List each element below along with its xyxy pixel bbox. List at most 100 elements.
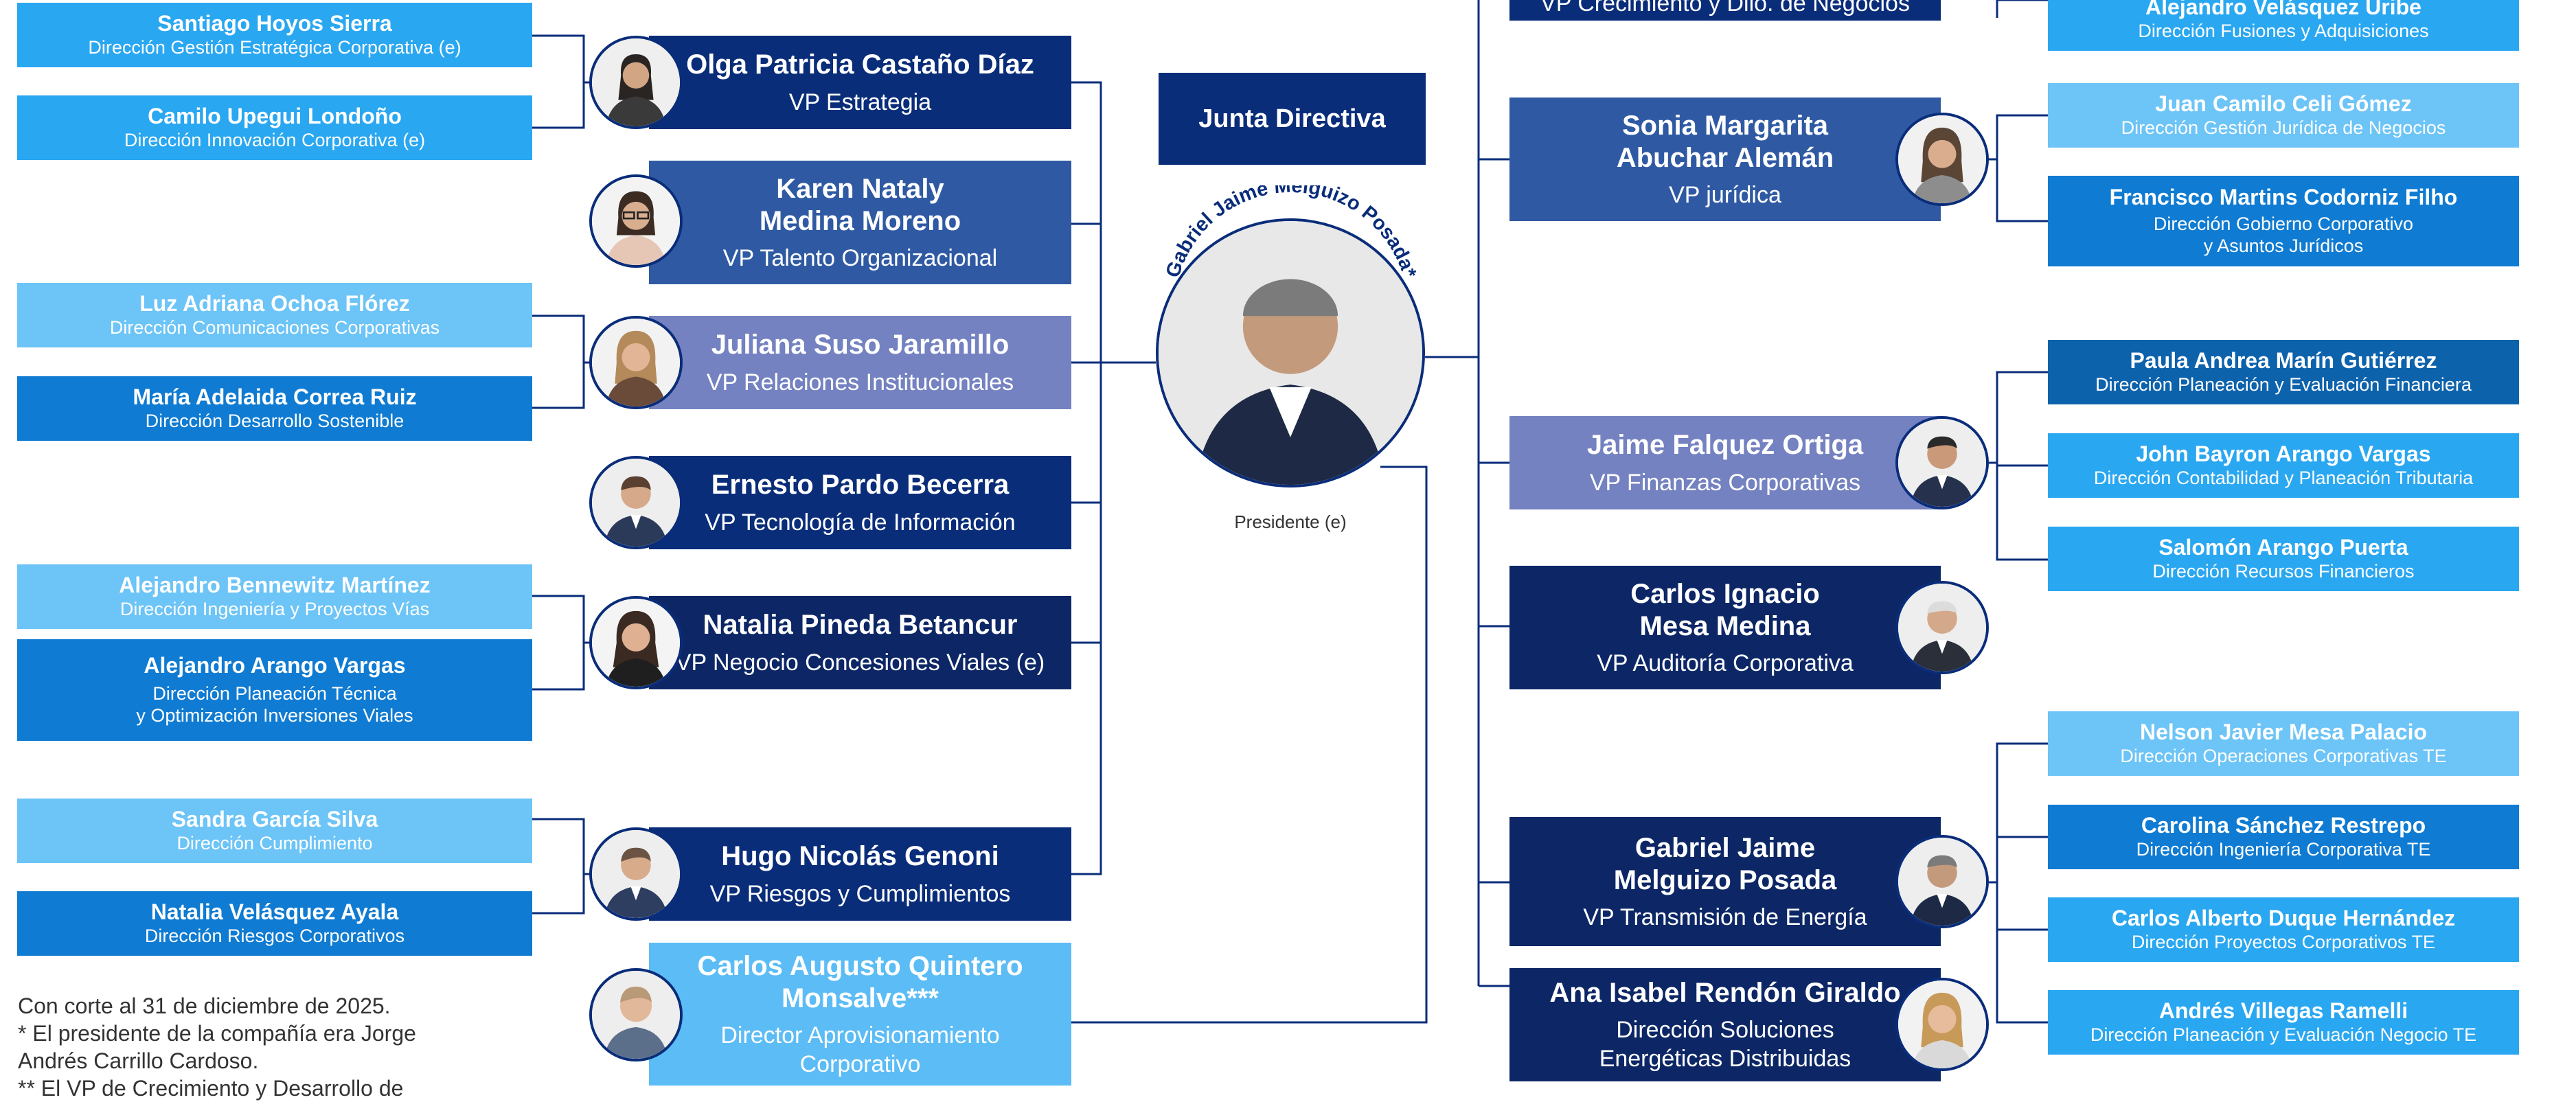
vp-role: VP Crecimiento y Dllo. de Negocios (1540, 0, 1910, 16)
vp-name: Juliana Suso Jaramillo (711, 330, 1010, 360)
vp-name: Carlos Ignacio (1630, 578, 1820, 609)
directorate-role: Dirección Cumplimiento (176, 832, 373, 853)
vp-name: Karen Nataly (776, 173, 944, 204)
vp-name: Melguizo Posada (1613, 864, 1837, 895)
directorate-box: Santiago Hoyos Sierra Dirección Gestión … (17, 3, 532, 67)
vp-name: Mesa Medina (1639, 610, 1811, 641)
person-photo (589, 827, 683, 921)
directorate-box: Francisco Martins Codorniz Filho Direcci… (2048, 176, 2519, 266)
vp-name: Monsalve*** (782, 983, 939, 1013)
directorate-role: Dirección Gestión Estratégica Corporativ… (88, 36, 461, 58)
directorate-role: Dirección Proyectos Corporativos TE (2131, 931, 2436, 952)
vp-box: Ana Isabel Rendón Giraldo Dirección Solu… (1509, 968, 1941, 1081)
footnote-line: Con corte al 31 de diciembre de 2025. (18, 994, 391, 1018)
board-label: Junta Directiva (1198, 104, 1386, 133)
directorate-box: Carolina Sánchez Restrepo Dirección Inge… (2048, 805, 2519, 869)
person-avatar-icon (1898, 838, 1986, 926)
vp-name: Gabriel Jaime (1634, 832, 1816, 863)
person-photo (589, 596, 683, 689)
vp-name: Sonia Margarita (1621, 110, 1829, 141)
directorate-role: Dirección Recursos Financieros (2152, 560, 2415, 582)
directorate-role: Dirección Riesgos Corporativos (144, 925, 405, 946)
vp-name: Abuchar Alemán (1616, 142, 1834, 173)
person-avatar-icon (592, 459, 680, 547)
person-avatar-icon (592, 319, 680, 406)
footnote-line: ** El VP de Crecimiento y Desarrollo de (18, 1076, 404, 1101)
vp-role: VP jurídica (1669, 182, 1781, 209)
directorate-name: Alejandro Arango Vargas (144, 653, 406, 678)
directorate-box: Andrés Villegas Ramelli Dirección Planea… (2048, 990, 2519, 1055)
directorate-box: Carlos Alberto Duque Hernández Dirección… (2048, 897, 2519, 962)
person-photo (589, 36, 683, 129)
footnotes: Con corte al 31 de diciembre de 2025. * … (18, 992, 457, 1102)
directorate-name: Natalia Velásquez Ayala (150, 899, 399, 925)
vp-box: Carlos Ignacio Mesa Medina VP Auditoría … (1509, 566, 1941, 689)
vp-role: VP Estrategia (788, 89, 932, 115)
president-caption: Presidente (e) (1234, 512, 1347, 532)
directorate-box: Paula Andrea Marín Gutiérrez Dirección P… (2048, 340, 2519, 404)
vp-name: Hugo Nicolás Genoni (721, 841, 999, 872)
directorate-role: Dirección Planeación y Evaluación Negoci… (2090, 1024, 2477, 1045)
vp-name: Medina Moreno (759, 205, 961, 236)
directorate-name: Nelson Javier Mesa Palacio (2140, 720, 2427, 745)
vp-box: Olga Patricia Castaño Díaz VP Estrategia (649, 36, 1071, 129)
vp-name: Carlos Augusto Quintero (697, 950, 1023, 981)
vp-box: Karen Nataly Medina Moreno VP Talento Or… (649, 161, 1071, 284)
directorate-role: Dirección Gestión Jurídica de Negocios (2121, 117, 2446, 138)
person-avatar-icon (592, 38, 680, 126)
directorate-name: Carolina Sánchez Restrepo (2141, 813, 2426, 838)
vp-role: VP Relaciones Institucionales (706, 369, 1014, 395)
directorate-box: John Bayron Arango Vargas Dirección Cont… (2048, 433, 2519, 498)
board-box: Junta Directiva (1159, 73, 1426, 165)
person-photo (589, 456, 683, 549)
vp-role: VP Negocio Concesiones Viales (e) (675, 649, 1045, 676)
person-avatar-icon (592, 599, 680, 687)
vp-role: VP Talento Organizacional (722, 245, 998, 272)
person-avatar-icon (1898, 584, 1986, 671)
directorate-role: Dirección Fusiones y Adquisiciones (2138, 20, 2429, 41)
vp-box: Ernesto Pardo Becerra VP Tecnología de I… (649, 456, 1071, 549)
directorate-role: Dirección Planeación y Evaluación Financ… (2095, 374, 2472, 395)
person-photo (589, 316, 683, 409)
vp-role: VP Riesgos y Cumplimientos (709, 880, 1011, 907)
directorate-name: Alejandro Bennewitz Martínez (119, 573, 431, 598)
vp-box: Juliana Suso Jaramillo VP Relaciones Ins… (649, 316, 1071, 409)
directorate-role: Dirección Comunicaciones Corporativas (109, 317, 440, 338)
directorate-name: Carlos Alberto Duque Hernández (2111, 906, 2456, 931)
person-avatar-icon (1898, 419, 1986, 507)
vp-role: Energéticas Distribuidas (1599, 1046, 1851, 1072)
vp-box: Sonia Margarita Abuchar Alemán VP jurídi… (1509, 97, 1941, 221)
vp-role: Director Aprovisionamiento (720, 1022, 1000, 1049)
directorate-role: Dirección Ingeniería y Proyectos Vías (119, 598, 430, 619)
directorate-box: Alejandro Arango Vargas Dirección Planea… (17, 639, 532, 741)
directorate-role: y Optimización Inversiones Viales (136, 704, 413, 726)
vp-role: Dirección Soluciones (1616, 1016, 1834, 1043)
directorate-name: María Adelaida Correa Ruiz (133, 384, 417, 410)
person-photo (589, 968, 683, 1061)
vp-box: Carlos Augusto Quintero Monsalve*** Dire… (649, 943, 1071, 1086)
vp-box: Natalia Pineda Betancur VP Negocio Conce… (649, 596, 1071, 689)
directorate-role: Dirección Ingeniería Corporativa TE (2136, 838, 2431, 860)
directorate-name: Santiago Hoyos Sierra (157, 11, 392, 36)
directorate-name: Andrés Villegas Ramelli (2158, 998, 2408, 1024)
directorate-name: Alejandro Velásquez Uribe (2145, 0, 2421, 20)
person-photo (589, 174, 683, 268)
footnote-line: Andrés Carrillo Cardoso. (18, 1048, 259, 1073)
vp-name: Jaime Falquez Ortiga (1586, 430, 1864, 461)
directorate-name: John Bayron Arango Vargas (2136, 441, 2431, 467)
vp-role: VP Tecnología de Información (705, 509, 1016, 536)
vp-name: Natalia Pineda Betancur (703, 610, 1018, 641)
directorate-name: Juan Camilo Celi Gómez (2155, 91, 2412, 117)
vp-name: Olga Patricia Castaño Díaz (686, 49, 1034, 80)
directorate-role: Dirección Contabilidad y Planeación Trib… (2093, 467, 2474, 488)
president-photo-icon (1159, 221, 1422, 485)
vp-role: Corporativo (799, 1051, 921, 1078)
person-avatar-icon (592, 971, 680, 1059)
directorate-role: Dirección Desarrollo Sostenible (145, 410, 404, 431)
footnote-line: * El presidente de la compañía era Jorge (18, 1021, 416, 1046)
person-photo (1895, 113, 1989, 206)
directorate-box: Juan Camilo Celi Gómez Dirección Gestión… (2048, 83, 2519, 148)
directorate-name: Camilo Upegui Londoño (148, 104, 402, 129)
vp-role: VP Transmisión de Energía (1583, 904, 1867, 931)
